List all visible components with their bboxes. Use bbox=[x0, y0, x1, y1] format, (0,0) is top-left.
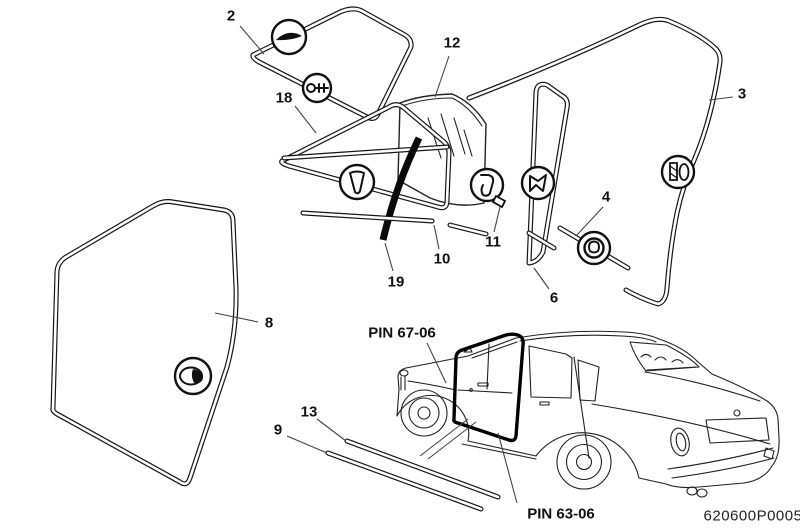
callout-3: 3 bbox=[737, 85, 747, 103]
rear-wheel-rim bbox=[565, 443, 603, 481]
rear-wheel bbox=[556, 434, 612, 490]
part-8-front-door-seal bbox=[53, 202, 236, 484]
bumper-line bbox=[667, 447, 774, 470]
seal-section-flange-icon bbox=[660, 154, 696, 190]
part-19-black-finisher-strip bbox=[379, 136, 423, 241]
seal-section-flap-icon bbox=[469, 167, 507, 209]
front-wheel-hub bbox=[417, 406, 431, 420]
front-wheel bbox=[400, 389, 448, 437]
parcel-shelf-line bbox=[646, 366, 697, 371]
license-plate-recess bbox=[705, 417, 770, 444]
sill-line bbox=[461, 443, 537, 460]
callout-8: 8 bbox=[264, 314, 274, 332]
glass-edge-line bbox=[401, 97, 483, 127]
icon-tab bbox=[491, 194, 507, 209]
callout-18: 18 bbox=[275, 89, 293, 107]
a-pillar-line bbox=[471, 341, 518, 359]
car-illustration bbox=[396, 330, 780, 498]
front-door-handle bbox=[477, 382, 489, 387]
seal-section-bulb-icon bbox=[173, 356, 213, 396]
front-door-seal-highlight bbox=[452, 332, 525, 443]
seal-section-bulb-pins-icon bbox=[301, 72, 333, 104]
rear-wheel-hub bbox=[575, 453, 593, 471]
rear-windscreen bbox=[629, 341, 700, 372]
taillight-inner bbox=[675, 432, 687, 452]
seat-line bbox=[671, 359, 684, 364]
callout-6: 6 bbox=[549, 289, 559, 307]
bumper-line bbox=[671, 457, 775, 479]
callout-13: 13 bbox=[300, 403, 318, 421]
front-wheel-rim bbox=[408, 397, 440, 429]
trunk-lid-line bbox=[644, 371, 761, 402]
callout-12: 12 bbox=[443, 34, 461, 52]
callout-9: 9 bbox=[273, 421, 283, 439]
exhaust-tip bbox=[686, 486, 698, 496]
seat-line bbox=[654, 356, 667, 361]
pin-67-06-label: PIN 67-06 bbox=[368, 324, 436, 342]
bumper-overrider bbox=[763, 447, 775, 460]
fender-crease bbox=[407, 380, 456, 391]
rear-door-shutline bbox=[573, 356, 590, 459]
seal-section-wing-icon bbox=[520, 165, 556, 201]
seat-line bbox=[640, 353, 652, 358]
callout-10: 10 bbox=[433, 250, 451, 268]
belt-line bbox=[457, 389, 513, 394]
rear-fender-crease bbox=[591, 403, 771, 445]
pin-63-06-label: PIN 63-06 bbox=[527, 505, 595, 523]
callout-19: 19 bbox=[387, 273, 405, 291]
document-code: 620600P0005 bbox=[703, 507, 800, 525]
vent-window-line bbox=[486, 343, 490, 390]
taillight bbox=[670, 427, 690, 457]
headlight bbox=[399, 369, 409, 377]
seal-section-blade-icon bbox=[270, 18, 308, 56]
car-body-outline bbox=[396, 330, 780, 489]
rear-quarter-window bbox=[577, 359, 600, 402]
rear-door-handle bbox=[539, 401, 550, 406]
callout-4: 4 bbox=[601, 188, 611, 206]
seal-section-channel-icon bbox=[338, 163, 376, 201]
grille-lines bbox=[400, 375, 406, 391]
door-lock bbox=[469, 388, 473, 392]
rear-door-window bbox=[528, 345, 573, 399]
part-10-rail bbox=[303, 213, 486, 234]
leader-lines bbox=[214, 25, 734, 504]
callout-2: 2 bbox=[226, 7, 236, 25]
trunk-badge bbox=[733, 409, 741, 417]
roof-inner-line bbox=[519, 334, 657, 343]
section-icons bbox=[173, 18, 696, 396]
callout-11: 11 bbox=[485, 233, 501, 251]
seal-section-grommet-icon bbox=[576, 230, 612, 266]
exhaust-tip bbox=[696, 488, 708, 498]
glass-hatching bbox=[427, 113, 473, 159]
